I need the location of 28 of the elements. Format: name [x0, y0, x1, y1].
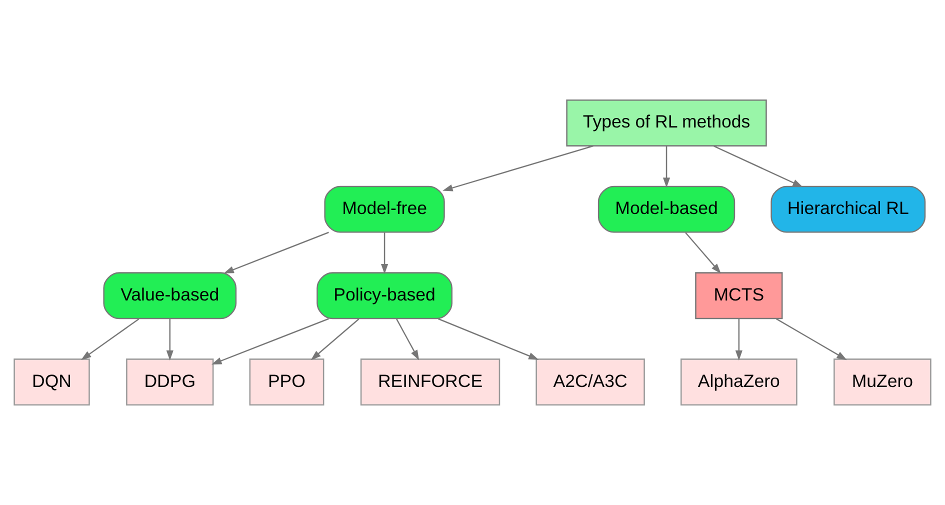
- arrow: [662, 146, 670, 188]
- arrow: [776, 318, 847, 360]
- arrow: [735, 318, 742, 361]
- node-box: Hierarchical RL: [770, 186, 926, 233]
- node-box: Types of RL methods: [566, 99, 767, 146]
- arrow: [714, 145, 803, 188]
- arrow: [310, 318, 360, 360]
- arrow: [442, 145, 594, 192]
- node-box: PPO: [249, 358, 324, 406]
- arrow: [380, 232, 388, 274]
- node-box: Policy-based: [316, 272, 452, 320]
- node-box: MCTS: [695, 272, 783, 320]
- arrow: [81, 318, 140, 360]
- node-box: Model-free: [324, 186, 445, 233]
- arrow: [211, 318, 329, 365]
- arrow: [166, 318, 174, 361]
- node-box: A2C/A3C: [536, 358, 645, 406]
- arrow: [438, 318, 539, 360]
- node-box: Value-based: [103, 272, 237, 320]
- node-box: Model-based: [598, 186, 736, 233]
- arrow: [396, 318, 420, 360]
- arrow: [224, 232, 329, 274]
- node-box: REINFORCE: [360, 358, 500, 406]
- node-box: AlphaZero: [680, 358, 798, 406]
- node-box: DDPG: [126, 358, 214, 406]
- node-box: DQN: [14, 358, 90, 406]
- arrow: [685, 232, 722, 274]
- node-box: MuZero: [834, 358, 932, 406]
